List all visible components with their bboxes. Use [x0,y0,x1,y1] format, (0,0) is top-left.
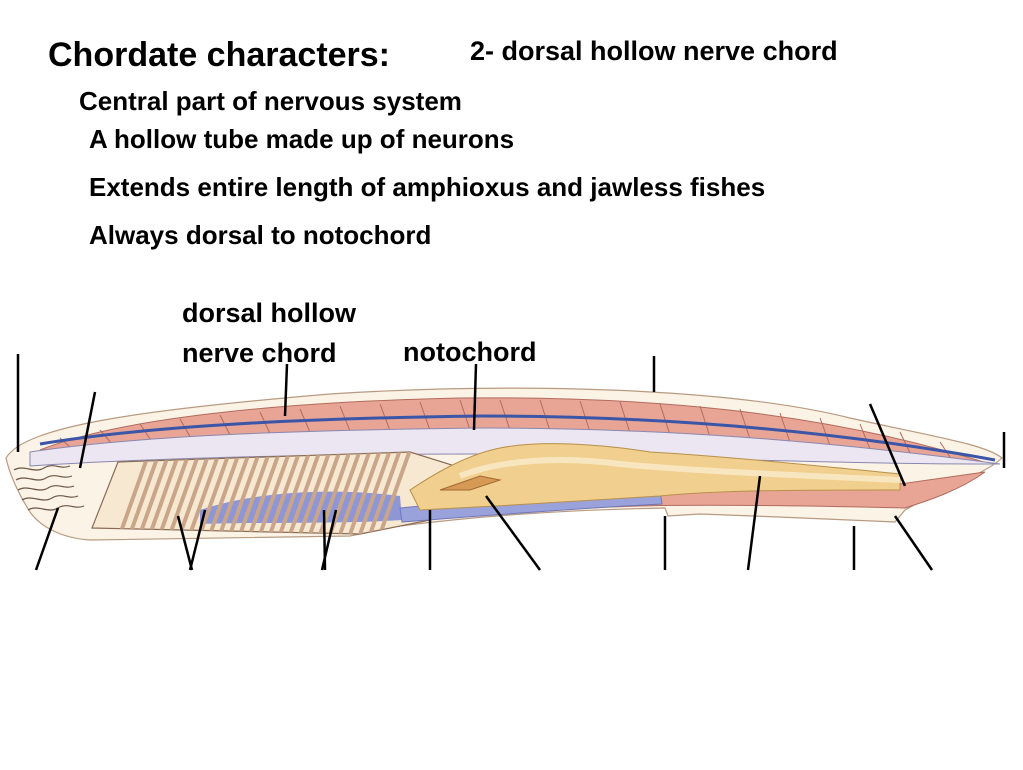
hepatic-cecum [439,475,502,491]
amphioxus-diagram [5,354,1006,571]
oral-cirri [13,465,85,511]
label-notochord: notochord [403,337,537,367]
slide-title: Chordate characters: [48,36,391,74]
point-always-dorsal: Always dorsal to notochord [89,220,432,250]
gut-lumen [458,457,901,483]
point-extends-length: Extends entire length of amphioxus and j… [89,172,766,202]
point-hollow-tube: A hollow tube made up of neurons [89,124,515,154]
leader-lines [16,354,1006,571]
label-dorsal-hollow-nerve-chord: dorsal hollow nerve chord [182,293,356,373]
label-nerve-cord-line2: nerve chord [182,338,337,368]
slide-subtitle: 2- dorsal hollow nerve chord [470,36,838,66]
point-central-part: Central part of nervous system [79,86,462,116]
nerve-cord [39,414,996,462]
label-nerve-cord-line1: dorsal hollow [182,298,357,328]
